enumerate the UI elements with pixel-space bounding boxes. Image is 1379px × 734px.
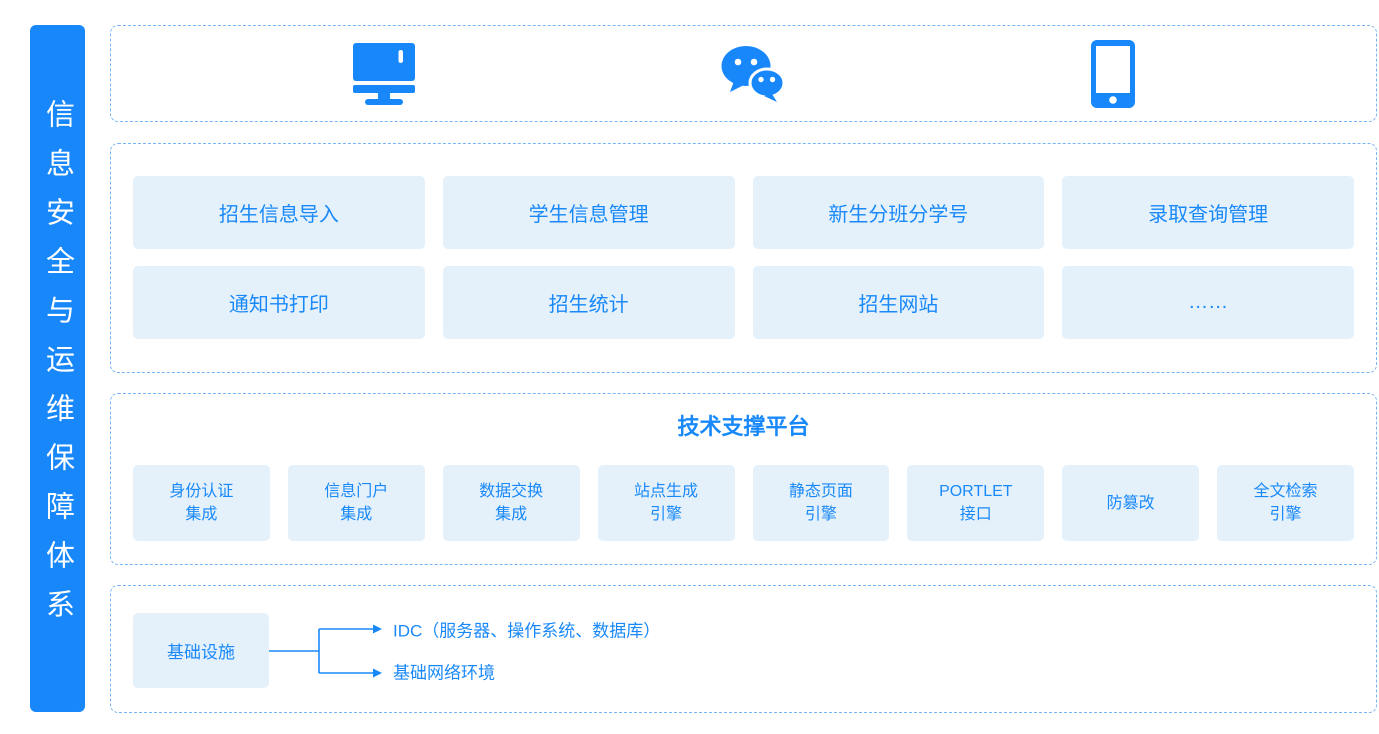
infrastructure-root-label: 基础设施 [167,643,235,662]
platform-site-generation-engine: 站点生成 引擎 [597,465,735,541]
module-notification-printing: 通知书打印 [133,266,425,339]
infrastructure-leaf-network: 基础网络环境 [393,663,495,683]
module-student-info-management: 学生信息管理 [442,176,735,249]
infrastructure-root-box: 基础设施 [133,613,269,688]
module-label: 招生信息导入 [218,204,339,226]
tech-platform-section: 技术支撑平台 身份认证 集成 信息门户 集成 数据交换 集成 站点生成 引擎 静… [110,393,1377,565]
platform-label-line: 接口 [959,506,992,523]
platform-identity-auth-integration: 身份认证 集成 [133,465,270,541]
module-admission-query-management: 录取查询管理 [1062,176,1354,249]
platform-label-line: 集成 [340,506,373,523]
security-ops-banner: 信息安全与运维保障体系 [30,25,85,712]
module-label: 招生网站 [858,294,939,316]
platform-label-line: 引擎 [1269,506,1302,523]
security-ops-banner-label: 信息安全与运维保障体系 [41,99,74,638]
platform-portlet-interface: PORTLET 接口 [907,465,1045,541]
access-channels-section [110,25,1377,122]
platform-label-line: 信息门户 [324,483,389,500]
business-modules-section: 招生信息导入 学生信息管理 新生分班分学号 录取查询管理 通知书打印 招生统计 … [110,143,1377,373]
platform-label-line: 身份认证 [169,483,234,500]
module-label: 招生统计 [548,294,629,316]
module-admission-info-import: 招生信息导入 [133,176,425,249]
platform-label-line: PORTLET [939,483,1013,500]
infrastructure-section: 基础设施 IDC（服务器、操作系统、数据库） 基础网络环境 [110,585,1377,713]
platform-data-exchange-integration: 数据交换 集成 [442,465,580,541]
module-freshman-class-assignment: 新生分班分学号 [752,176,1045,249]
platform-static-page-engine: 静态页面 引擎 [752,465,890,541]
tech-platform-grid: 身份认证 集成 信息门户 集成 数据交换 集成 站点生成 引擎 静态页面 引擎 … [133,465,1354,541]
module-label: 录取查询管理 [1148,204,1269,226]
platform-fulltext-search-engine: 全文检索 引擎 [1217,465,1354,541]
platform-info-portal-integration: 信息门户 集成 [287,465,425,541]
desktop-icon [352,42,415,105]
module-label: 通知书打印 [228,294,329,316]
platform-anti-tampering: 防篡改 [1062,465,1200,541]
tech-platform-title: 技术支撑平台 [677,414,810,439]
platform-label-line: 数据交换 [479,483,544,500]
infrastructure-connector-lines [269,624,382,678]
module-admission-statistics: 招生统计 [442,266,735,339]
module-admission-website: 招生网站 [752,266,1045,339]
mobile-icon [1090,39,1135,108]
module-label: …… [1188,291,1229,313]
platform-label-line: 集成 [185,506,218,523]
module-label: 学生信息管理 [528,204,649,226]
module-more-ellipsis: …… [1062,266,1354,339]
platform-label-line: 引擎 [804,506,837,523]
platform-label-line: 全文检索 [1253,483,1318,500]
wechat-icon [721,45,785,103]
platform-label-line: 防篡改 [1106,494,1155,512]
platform-label-line: 引擎 [650,506,683,523]
platform-label-line: 站点生成 [634,483,699,500]
platform-label-line: 静态页面 [788,483,853,500]
module-label: 新生分班分学号 [828,204,969,226]
platform-label-line: 集成 [495,506,528,523]
infrastructure-leaf-idc: IDC（服务器、操作系统、数据库） [393,621,661,641]
